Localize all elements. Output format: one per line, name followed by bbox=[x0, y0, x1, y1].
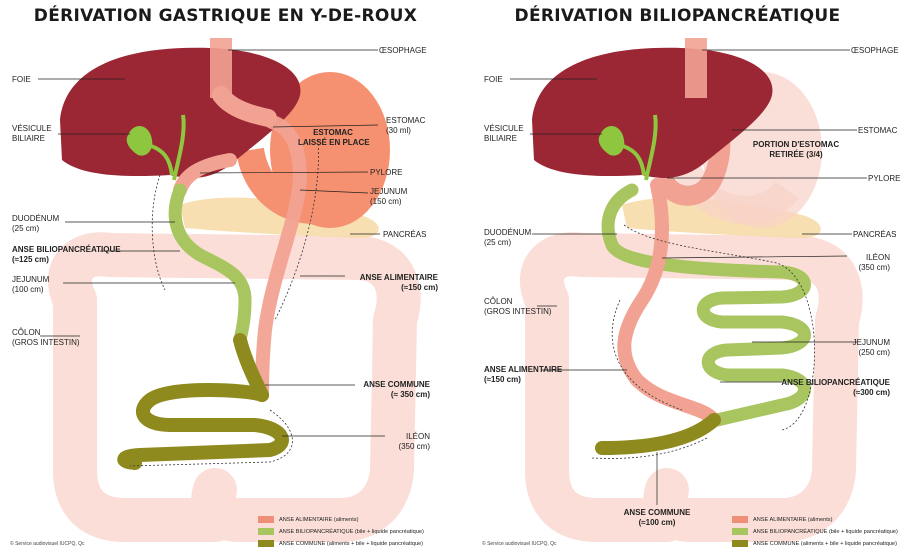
label-pylore: PYLORE bbox=[370, 168, 402, 178]
legend-swatch-bilio bbox=[732, 528, 748, 535]
label-anse-bilio: ANSE BILIOPANCRÉATIQUE(≈125 cm) bbox=[12, 245, 121, 265]
biliopancreatic-diversion-panel: DÉRIVATION BILIOPANCRÉATIQUE bbox=[452, 0, 903, 552]
common-limb bbox=[602, 420, 714, 448]
label-jejunum-150: JEJUNUM(150 cm) bbox=[370, 187, 407, 207]
legend-swatch-alimentaire bbox=[732, 516, 748, 523]
label-jejunum-100: JEJUNUM(100 cm) bbox=[12, 275, 49, 295]
credit: © Service audiovisuel IUCPQ, Qc bbox=[10, 541, 85, 547]
label-anse-commune: ANSE COMMUNE(≈ 350 cm) bbox=[340, 380, 430, 400]
label-duodenum: DUODÉNUM(25 cm) bbox=[12, 214, 59, 234]
label-pylore: PYLORE bbox=[868, 174, 900, 184]
legend-item-alimentaire: ANSE ALIMENTAIRE (aliments) bbox=[732, 516, 832, 523]
label-estomac: ESTOMAC bbox=[858, 126, 897, 136]
biliopancreatic-illustration bbox=[452, 0, 903, 552]
label-estomac: ESTOMAC(30 ml) bbox=[386, 116, 425, 136]
credit: © Service audiovisuel IUCPQ, Qc bbox=[482, 541, 557, 547]
legend-swatch-commune bbox=[258, 540, 274, 547]
label-ileon: ILÉON(350 cm) bbox=[848, 253, 890, 273]
label-duodenum: DUODÉNUM(25 cm) bbox=[484, 228, 531, 248]
label-oesophage: ŒSOPHAGE bbox=[379, 46, 427, 56]
legend-swatch-alimentaire bbox=[258, 516, 274, 523]
label-foie: FOIE bbox=[12, 75, 31, 85]
legend-item-commune: ANSE COMMUNE (aliments + bile + liquide … bbox=[732, 540, 897, 547]
label-colon: CÔLON(GROS INTESTIN) bbox=[484, 297, 552, 317]
label-colon: CÔLON(GROS INTESTIN) bbox=[12, 328, 80, 348]
label-anse-alimentaire: ANSE ALIMENTAIRE(≈150 cm) bbox=[484, 365, 562, 385]
label-pancreas: PANCRÉAS bbox=[853, 230, 896, 240]
legend-item-bilio: ANSE BILIOPANCRÉATIQUE (bile + liquide p… bbox=[732, 528, 898, 535]
legend-swatch-bilio bbox=[258, 528, 274, 535]
legend-item-bilio: ANSE BILIOPANCRÉATIQUE (bile + liquide p… bbox=[258, 528, 424, 535]
roux-en-y-panel: DÉRIVATION GASTRIQUE EN Y-DE-ROUX bbox=[0, 0, 451, 552]
label-anse-alimentaire: ANSE ALIMENTAIRE(≈150 cm) bbox=[330, 273, 438, 293]
label-ileon: ILÉON(350 cm) bbox=[386, 432, 430, 452]
legend-swatch-commune bbox=[732, 540, 748, 547]
label-oesophage: ŒSOPHAGE bbox=[851, 46, 899, 56]
legend-item-commune: ANSE COMMUNE (aliments + bile + liquide … bbox=[258, 540, 423, 547]
label-anse-commune: ANSE COMMUNE(≈100 cm) bbox=[612, 508, 702, 528]
esophagus bbox=[685, 38, 707, 98]
label-jejunum: JEJUNUM(250 cm) bbox=[852, 338, 890, 358]
label-foie: FOIE bbox=[484, 75, 503, 85]
legend-item-alimentaire: ANSE ALIMENTAIRE (aliments) bbox=[258, 516, 358, 523]
label-anse-bilio: ANSE BILIOPANCRÉATIQUE(≈300 cm) bbox=[772, 378, 890, 398]
label-pancreas: PANCRÉAS bbox=[383, 230, 426, 240]
